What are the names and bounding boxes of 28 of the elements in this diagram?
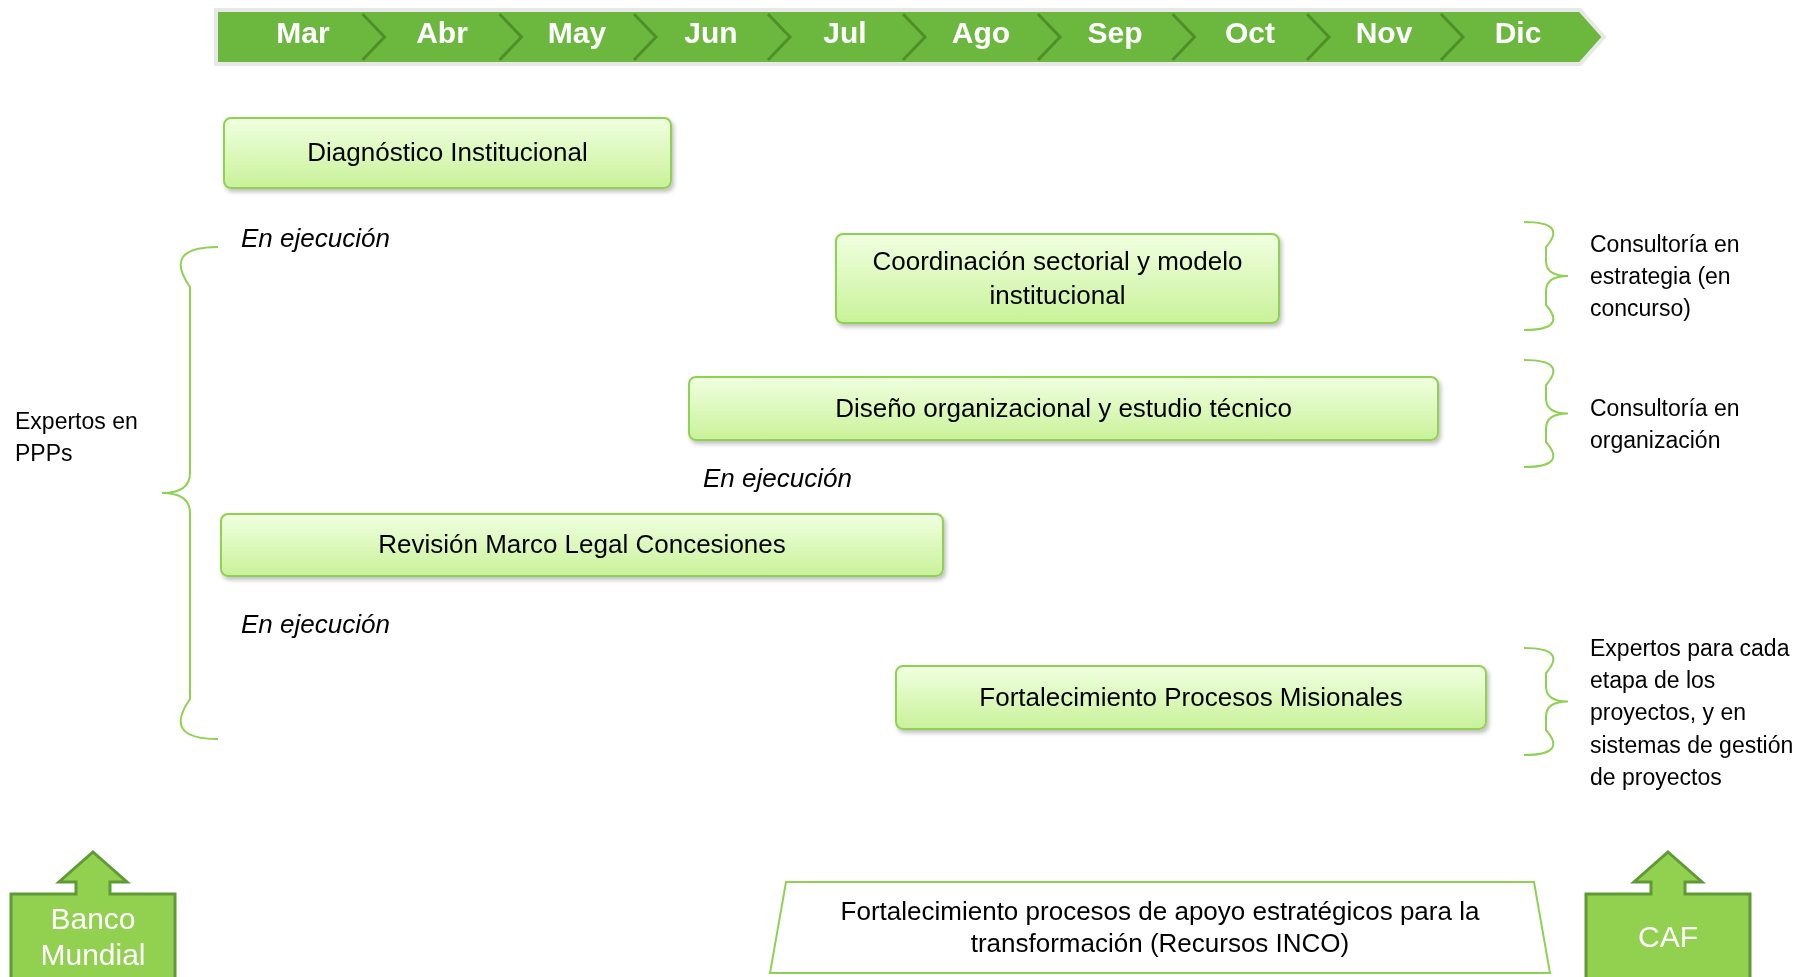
month-label: May [546, 16, 608, 50]
month-label: Ago [950, 16, 1012, 50]
up-arrow-box [1584, 850, 1752, 977]
month-label: Nov [1354, 16, 1414, 50]
month-label: Mar [275, 16, 331, 50]
month-label: Oct [1224, 16, 1276, 50]
support-note: Consultoría en estrategia (en concurso) [1590, 230, 1741, 324]
month-label: Dic [1493, 16, 1543, 50]
activity-bar: Diseño organizacional y estudio técnico [688, 376, 1439, 441]
activity-bar: Fortalecimiento Procesos Misionales [895, 665, 1487, 730]
support-note: Expertos para cada etapa de los proyectos, y en sistemas de gestión de proyectos [1590, 634, 1795, 792]
up-arrow-box [9, 850, 177, 977]
activity-bar: Diagnóstico Institucional [223, 117, 672, 189]
status-note: En ejecución [703, 462, 852, 495]
node-label: Banco Mundial [39, 900, 147, 973]
trapezoid-box [768, 880, 1552, 975]
activity-bar: Revisión Marco Legal Concesiones [220, 513, 944, 577]
activity-bar: Coordinación sectorial y modelo institucional [835, 233, 1280, 324]
month-label: Jun [683, 16, 739, 50]
month-label: Abr [415, 16, 469, 50]
status-note: En ejecución [241, 608, 390, 641]
support-note: Expertos en PPPs [15, 407, 139, 469]
month-label: Jul [822, 16, 868, 50]
month-label: Sep [1086, 16, 1144, 50]
node-label: Fortalecimiento procesos de apoyo estratégicos para la transformación (Recursos INCO) [839, 895, 1481, 960]
support-note: Consultoría en organización [1590, 394, 1741, 456]
node-label: CAF [1637, 918, 1699, 955]
status-note: En ejecución [241, 222, 390, 255]
